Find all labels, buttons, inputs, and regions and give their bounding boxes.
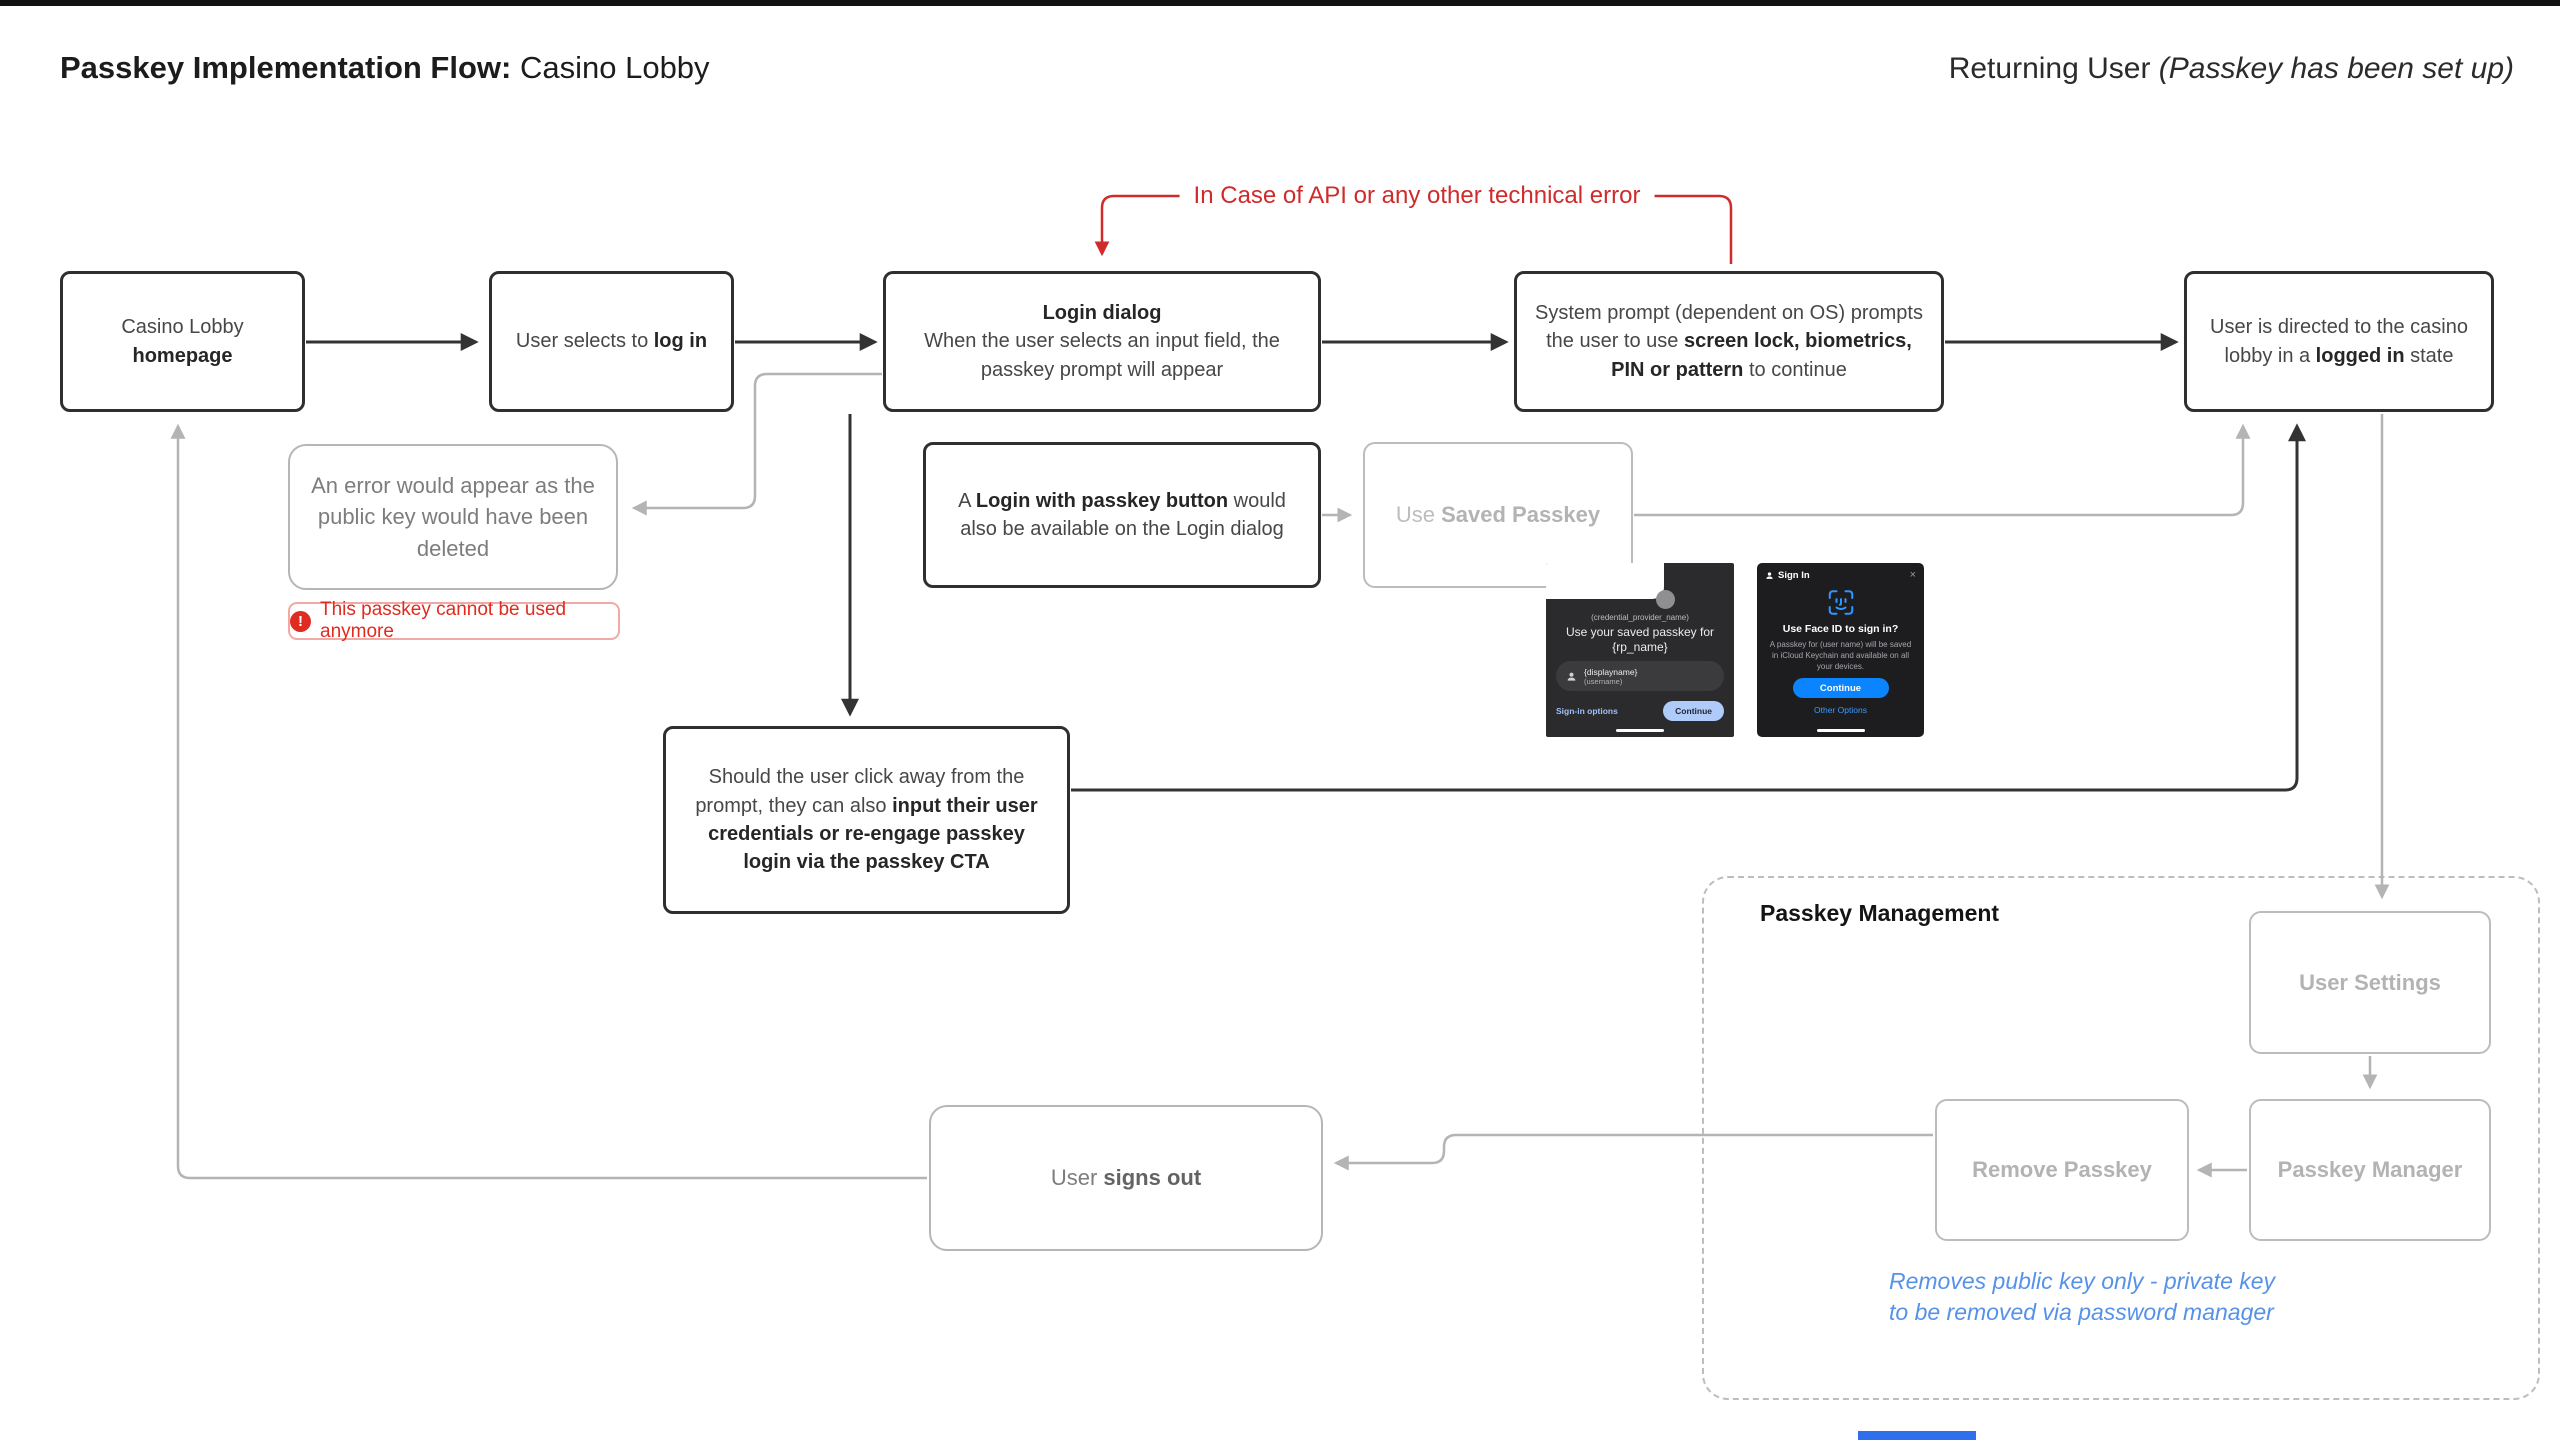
page-title-regular: Casino Lobby (511, 50, 710, 85)
ios-continue-button: Continue (1792, 678, 1889, 698)
ios-prompt-body: A passkey for (user name) will be saved … (1769, 640, 1912, 671)
system-prompt-pre: System prompt (dependent on OS) prompts … (1535, 301, 1923, 353)
page-subtitle-regular: Returning User (1948, 52, 2159, 85)
node-label: Casino Lobby homepage (121, 313, 243, 370)
homepage-line1: Casino Lobby (121, 316, 244, 339)
android-title-line1: Use your saved passkey for (1565, 625, 1715, 639)
signs-out-bold: signs out (1103, 1165, 1202, 1191)
use-saved-bold: Saved Passkey (1441, 502, 1601, 528)
window-top-bar (0, 0, 2560, 6)
sheet-handle-avatar (1656, 590, 1675, 609)
node-label: User selects to log in (516, 327, 707, 355)
android-title-line2: {rp_name} (1612, 640, 1668, 654)
person-icon (1766, 572, 1773, 579)
ios-prompt-title: Use Face ID to sign in? (1782, 623, 1899, 635)
click-away-bold: input their user credentials or re-engag… (708, 794, 1038, 874)
login-dialog-body: When the user selects an input field, th… (924, 330, 1280, 381)
android-prompt-title: Use your saved passkey for{rp_name} (1546, 625, 1734, 655)
ios-signin-header: Sign In (1778, 570, 1810, 581)
error-note-text: An error would appear as the public key … (311, 473, 595, 561)
home-indicator (1816, 729, 1865, 732)
node-logged-in-state[interactable]: User is directed to the casino lobby in … (2184, 271, 2494, 412)
face-id-icon (1828, 590, 1853, 615)
select-login-bold: log in (653, 330, 708, 353)
node-label: System prompt (dependent on OS) prompts … (1535, 299, 1923, 384)
node-casino-lobby-homepage[interactable]: Casino Lobby homepage (60, 271, 305, 412)
note-line1: Removes public key only - private key (1889, 1268, 2276, 1294)
ios-faceid-prompt-screenshot[interactable]: Sign In × Use Face ID to sign in? A pass… (1757, 563, 1924, 737)
page-subtitle: Returning User (Passkey has been set up) (1949, 52, 2514, 86)
node-login-with-passkey-button[interactable]: A Login with passkey button would also b… (923, 442, 1321, 588)
android-account-row: {displayname} (username) (1556, 661, 1724, 691)
node-label: Use Saved Passkey (1396, 499, 1600, 530)
node-error-note[interactable]: An error would appear as the public key … (288, 444, 618, 590)
page-title-bold: Passkey Implementation Flow: (60, 50, 512, 85)
homepage-line2: homepage (132, 344, 233, 367)
page-title: Passkey Implementation Flow: Casino Lobb… (60, 50, 710, 86)
node-user-selects-login[interactable]: User selects to log in (489, 271, 734, 412)
logged-in-post: state (2404, 344, 2454, 367)
android-passkey-prompt-screenshot[interactable]: (credential_provider_name) Use your save… (1546, 563, 1734, 737)
node-label: A Login with passkey button would also b… (944, 487, 1300, 544)
logged-in-pre: User is directed to the casino lobby in … (2210, 316, 2468, 367)
logged-in-bold: logged in (2315, 344, 2405, 367)
passkey-button-pre: A (958, 489, 976, 512)
node-system-prompt[interactable]: System prompt (dependent on OS) prompts … (1514, 271, 1944, 412)
error-badge-text: This passkey cannot be used anymore (320, 599, 567, 642)
android-signin-options-link: Sign-in options (1556, 706, 1618, 716)
use-saved-pre: Use (1395, 502, 1442, 528)
alert-icon: ! (290, 610, 311, 632)
system-prompt-post: to continue (1743, 358, 1847, 381)
passkey-management-group[interactable] (1702, 876, 2540, 1400)
node-remove-passkey[interactable]: Remove Passkey (1935, 1099, 2189, 1241)
node-label: User is directed to the casino lobby in … (2205, 313, 2473, 370)
select-login-pre: User selects to (515, 330, 654, 353)
android-display-name: {displayname} (1584, 666, 1638, 677)
passkey-button-bold: Login with passkey button (975, 489, 1229, 512)
node-label: An error would appear as the public key … (308, 470, 598, 564)
android-username: (username) (1584, 676, 1623, 686)
passkey-manager-label: Passkey Manager (2277, 1157, 2463, 1183)
node-user-signs-out[interactable]: User signs out (929, 1105, 1323, 1251)
ios-other-options-link: Other Options (1814, 705, 1867, 715)
system-prompt-bold: screen lock, biometrics, PIN or pattern (1611, 330, 1912, 381)
node-user-settings[interactable]: User Settings (2249, 911, 2491, 1054)
node-label: Should the user click away from the prom… (684, 763, 1049, 877)
passkey-error-badge[interactable]: ! This passkey cannot be used anymore (288, 599, 620, 642)
android-continue-button: Continue (1663, 701, 1724, 721)
bottom-blue-bar (1858, 1431, 1976, 1440)
note-line2: to be removed via password manager (1889, 1299, 2274, 1325)
remove-passkey-note: Removes public key only - private key to… (1889, 1266, 2275, 1328)
home-indicator (1616, 729, 1664, 732)
android-backdrop-card (1546, 563, 1664, 599)
page-subtitle-italic: (Passkey has been set up) (2158, 52, 2514, 85)
remove-passkey-label: Remove Passkey (1972, 1157, 2152, 1183)
node-label: User signs out (1051, 1162, 1201, 1193)
person-icon (1567, 672, 1576, 681)
passkey-management-title: Passkey Management (1760, 900, 2000, 926)
node-passkey-manager[interactable]: Passkey Manager (2249, 1099, 2491, 1241)
login-dialog-title: Login dialog (1042, 301, 1162, 324)
click-away-pre: Should the user click away from the prom… (695, 766, 1025, 817)
close-icon: × (1909, 569, 1916, 581)
credential-provider-label: (credential_provider_name) (1591, 613, 1689, 622)
passkey-button-post: would also be available on the Login dia… (960, 489, 1286, 540)
signs-out-pre: User (1050, 1165, 1104, 1191)
node-click-away[interactable]: Should the user click away from the prom… (663, 726, 1070, 914)
error-flow-annotation: In Case of API or any other technical er… (1179, 180, 1655, 212)
user-settings-label: User Settings (2299, 969, 2441, 995)
